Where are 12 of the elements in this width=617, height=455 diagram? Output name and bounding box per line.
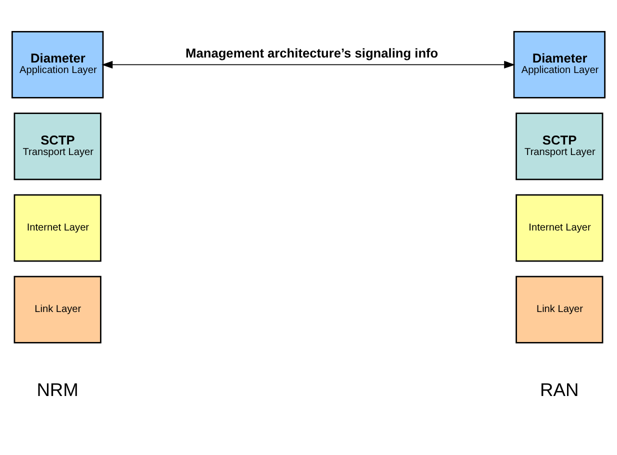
node-box: Diameter Application Layer xyxy=(11,30,104,98)
node-box: Diameter Application Layer xyxy=(513,30,606,98)
edge-label: Management architecture’s signaling info xyxy=(186,45,438,60)
label: RAN xyxy=(540,378,579,400)
node-box: Internet Layer xyxy=(516,194,604,262)
node-box: Link Layer xyxy=(516,275,604,343)
node-box: Internet Layer xyxy=(14,194,102,262)
node-box: SCTP Transport Layer xyxy=(516,112,604,180)
node-box: Link Layer xyxy=(14,275,102,343)
arrow xyxy=(102,60,516,68)
label: NRM xyxy=(36,378,78,400)
node-box: SCTP Transport Layer xyxy=(14,112,102,180)
